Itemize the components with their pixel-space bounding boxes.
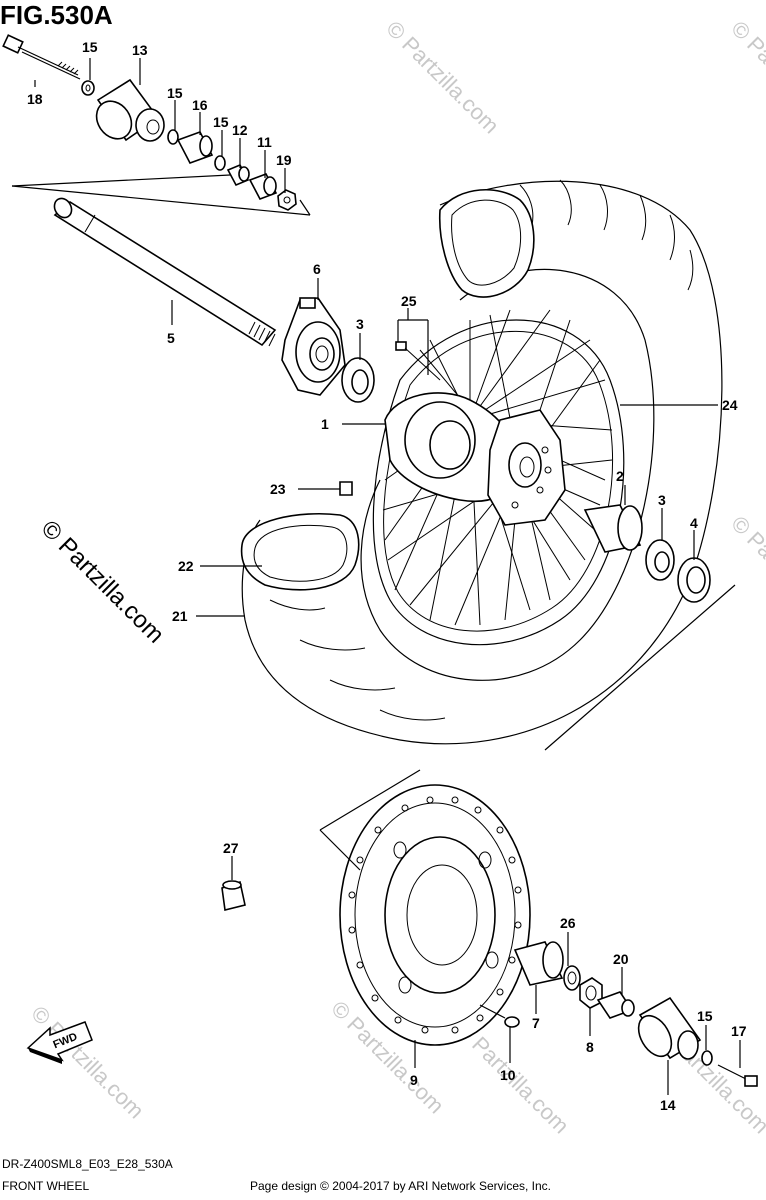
callout-15b: 15 — [167, 85, 183, 101]
callout-15c: 15 — [213, 114, 229, 130]
collar-16-icon — [176, 131, 214, 164]
callout-2: 2 — [616, 468, 624, 484]
callout-3a: 3 — [356, 316, 364, 332]
bearing-3a-icon — [341, 357, 375, 403]
axle-cap-13-icon — [95, 78, 165, 142]
watermark-main: © Partzilla.com — [36, 515, 169, 648]
callout-21: 21 — [172, 608, 188, 624]
washer-15b-icon — [167, 129, 179, 145]
axle-cap-14-icon — [637, 996, 702, 1060]
callout-20: 20 — [613, 951, 629, 967]
callout-18: 19 — [276, 152, 292, 168]
bolt-17-icon — [2, 34, 81, 80]
callout-3b: 3 — [658, 492, 666, 508]
callout-13: 13 — [132, 42, 148, 58]
callout-27: 27 — [223, 840, 239, 856]
axle-hardware-group — [2, 34, 311, 216]
figure-title: FIG.530A — [0, 0, 113, 30]
watermark-5: © Partzilla.com — [26, 1001, 149, 1124]
footer-copyright: Page design © 2004-2017 by ARI Network S… — [250, 1179, 551, 1193]
callout-5: 5 — [167, 330, 175, 346]
callout-1: 1 — [321, 416, 329, 432]
leader-lines — [34, 58, 741, 1095]
disc-bolt-10-icon — [479, 1004, 520, 1028]
callout-19: 17 — [731, 1023, 747, 1039]
spacer-11-icon — [248, 173, 278, 200]
callout-labels: 18 15 13 15 16 15 12 11 19 5 6 3 25 1 24… — [27, 39, 747, 1113]
figure-code: DR-Z400SML8_E03_E28_530A — [2, 1157, 173, 1171]
collar-6-icon — [281, 297, 346, 396]
callout-22: 22 — [178, 558, 194, 574]
collar-20-icon — [596, 991, 635, 1019]
callout-14: 14 — [660, 1097, 676, 1113]
callout-16: 16 — [192, 97, 208, 113]
washer-15a-icon — [81, 80, 95, 96]
callout-8: 8 — [586, 1039, 594, 1055]
seal-4-icon — [677, 557, 711, 603]
watermark-3: © Partzilla.com — [726, 511, 766, 634]
callout-15d: 15 — [697, 1008, 713, 1024]
washer-15d-icon — [701, 1050, 713, 1066]
fwd-arrow-icon: FWD — [26, 1021, 93, 1064]
bolt-19-icon — [717, 1064, 758, 1087]
wheel-assembly-icon — [240, 179, 723, 745]
callout-4: 4 — [690, 515, 698, 531]
valve-27-icon — [221, 880, 246, 911]
callout-15a: 15 — [82, 39, 98, 55]
callout-24: 24 — [722, 397, 738, 413]
valve-cap-25-icon — [395, 341, 407, 351]
callout-26: 26 — [560, 915, 576, 931]
nut-18-icon — [277, 189, 297, 211]
tube-23-icon — [339, 481, 353, 496]
watermark-1: © Partzilla.com — [381, 16, 504, 139]
washer-26-icon — [563, 965, 581, 991]
figure-name: FRONT WHEEL — [2, 1179, 89, 1193]
callout-10: 10 — [500, 1067, 516, 1083]
hub-1-icon — [384, 392, 566, 526]
callout-6: 6 — [313, 261, 321, 277]
spacer-7-icon — [513, 941, 564, 986]
nut-8-icon — [579, 977, 603, 1009]
axle-5-icon — [53, 197, 277, 347]
callout-11: 11 — [257, 134, 272, 150]
spacer-2-icon — [583, 504, 643, 553]
washer-15c-icon — [214, 155, 226, 171]
callout-7: 7 — [532, 1015, 540, 1031]
watermark-2: © Partzilla.com — [726, 16, 766, 139]
callout-9: 9 — [410, 1072, 418, 1088]
callout-17: 18 — [27, 91, 43, 107]
brake-disc-9-icon — [339, 784, 531, 1046]
callout-25: 25 — [401, 293, 417, 309]
spacer-12-icon — [226, 163, 250, 187]
bearing-3b-icon — [645, 539, 675, 581]
callout-12: 12 — [232, 122, 248, 138]
callout-23: 23 — [270, 481, 286, 497]
